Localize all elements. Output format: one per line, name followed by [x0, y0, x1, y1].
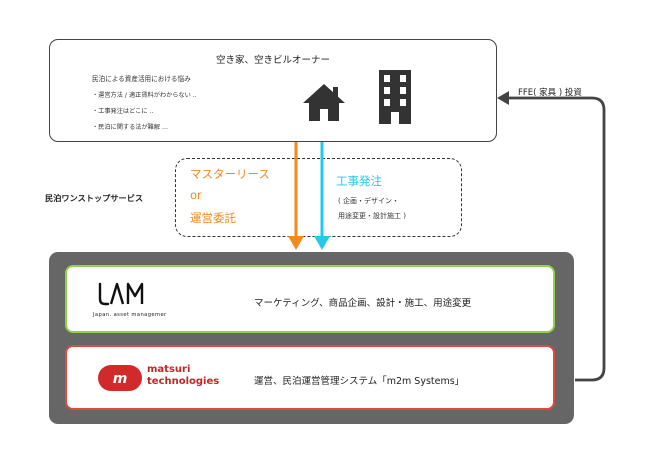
construction-order-label: 工事発注 [336, 174, 382, 188]
pain-point-heading: 民泊による資産活用における悩み [92, 75, 191, 83]
ffe-arrowhead [497, 91, 509, 105]
orange-arrowhead [288, 236, 304, 250]
ffe-investment-arrow [502, 96, 606, 382]
building-icon [379, 70, 411, 124]
or-label: or [190, 188, 202, 202]
jam-card: Japan. asset managemer マーケティング、商品企画、設計・施… [65, 265, 555, 333]
jam-description: マーケティング、商品企画、設計・施工、用途変更 [254, 298, 472, 309]
master-lease-label: マスターリース [190, 167, 270, 181]
pain-point: ・民泊に関する法が難解 ... [92, 124, 168, 131]
jam-logo-subtitle: Japan. asset managemer [93, 312, 167, 318]
house-icon [303, 84, 345, 121]
construction-detail-1: ( 企画・デザイン・ [338, 197, 399, 205]
construction-detail-2: 用途変更・設計施工 ) [338, 212, 406, 220]
owner-box: 空き家、空きビルオーナー 民泊による資産活用における悩み ・運営方法 / 適正賃… [49, 39, 497, 142]
jam-logo [98, 282, 144, 306]
operation-consignment-label: 運営委託 [190, 211, 236, 225]
pain-point: ・運営方法 / 適正賃料がわからない .. [92, 92, 197, 99]
svg-text:m: m [113, 371, 128, 387]
one-stop-service-label: 民泊ワンストップサービス [45, 193, 144, 203]
ffe-investment-label: FFE( 家具 ) 投資 [518, 88, 582, 98]
matsuri-card: m matsuri technologies 運営、民泊運営管理システム「m2m… [65, 345, 555, 410]
owner-title: 空き家、空きビルオーナー [215, 55, 330, 66]
matsuri-logo-text-2: technologies [147, 376, 220, 387]
matsuri-logo-text-1: matsuri [147, 364, 191, 375]
matsuri-description: 運営、民泊運営管理システム「m2m Systems」 [254, 376, 465, 387]
cyan-arrowhead [314, 236, 330, 250]
pain-point: ・工事発注はどこに .. [92, 108, 154, 115]
matsuri-logo-mark: m [98, 365, 142, 391]
